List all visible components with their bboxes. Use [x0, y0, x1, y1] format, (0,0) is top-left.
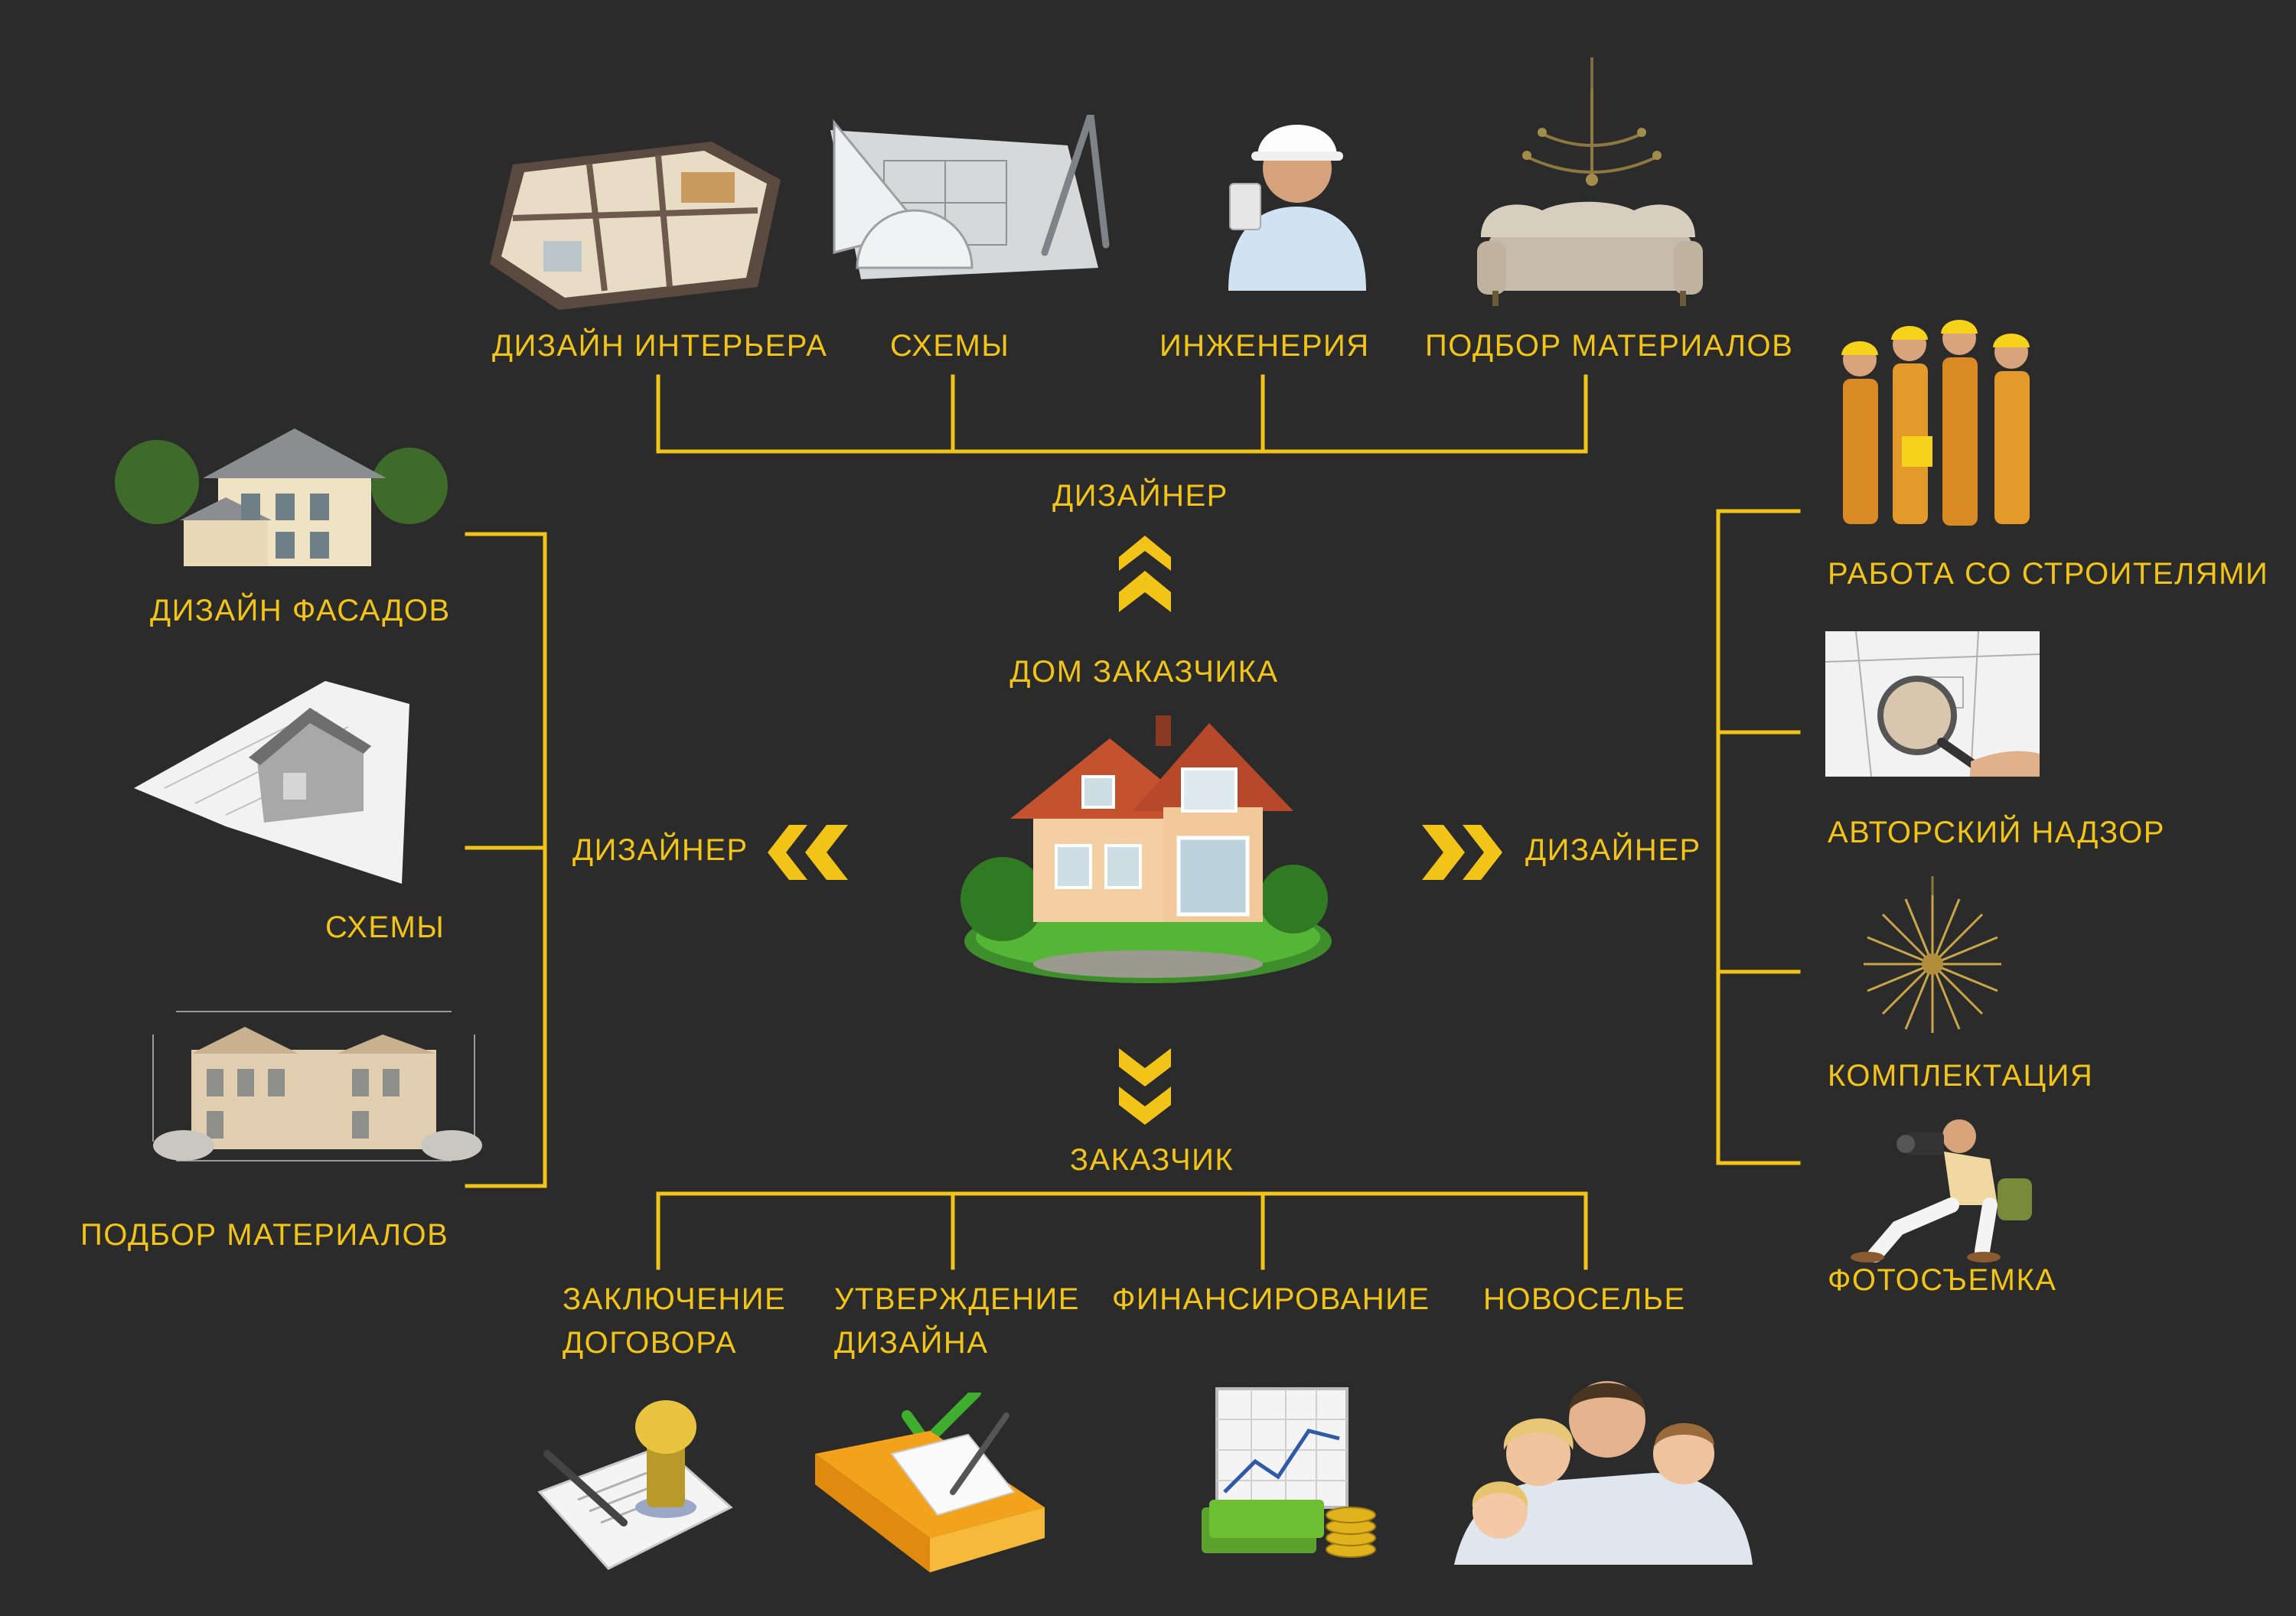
- builders-icon: [1829, 314, 2043, 536]
- villa-facade-icon: [111, 421, 448, 574]
- floor-plan-3d-icon: [482, 134, 788, 314]
- finance-chart-icon: [1202, 1385, 1378, 1561]
- drafting-tools-icon: [815, 115, 1121, 291]
- top-item-label-4: ПОДБОР МАТЕРИАЛОВ: [1425, 329, 1794, 363]
- left-item-label-1: ДИЗАЙН ФАСАДОВ: [150, 594, 451, 627]
- right-item-label-3: КОМПЛЕКТАЦИЯ: [1828, 1059, 2094, 1093]
- right-hub-label: ДИЗАЙНЕР: [1525, 833, 1701, 867]
- top-bracket: [656, 374, 1588, 454]
- bottom-bracket: [656, 1191, 1588, 1270]
- right-item-label-1: РАБОТА СО СТРОИТЕЛЯМИ: [1828, 557, 2269, 591]
- magnifier-sketch-icon: [1825, 631, 2040, 777]
- chevron-up-icon: [1119, 536, 1171, 612]
- top-item-label-2: СХЕМЫ: [890, 329, 1010, 363]
- family-icon: [1454, 1366, 1753, 1565]
- bottom-hub-label: ЗАКАЗЧИК: [1069, 1143, 1234, 1177]
- left-hub-label: ДИЗАЙНЕР: [572, 833, 748, 867]
- bottom-item-label-2-line1: УТВЕРЖДЕНИЕ: [834, 1282, 1080, 1316]
- top-item-label-3: ИНЖЕНЕРИЯ: [1159, 329, 1370, 363]
- house-icon: [957, 708, 1339, 991]
- starburst-lamp-icon: [1860, 876, 2005, 1037]
- bottom-item-label-2: УТВЕРЖДЕНИЕ ДИЗАЙНА: [834, 1278, 1080, 1365]
- bottom-item-label-3: ФИНАНСИРОВАНИЕ: [1112, 1282, 1430, 1316]
- bottom-item-label-2-line2: ДИЗАЙНА: [834, 1326, 989, 1360]
- left-item-label-3: ПОДБОР МАТЕРИАЛОВ: [80, 1218, 449, 1252]
- left-bracket: [465, 532, 547, 1188]
- photographer-icon: [1806, 1113, 2051, 1262]
- contract-stamp-icon: [532, 1393, 739, 1584]
- right-bracket: [1716, 509, 1801, 1165]
- annotated-facade-icon: [130, 1004, 505, 1168]
- chevron-right-icon: [1422, 825, 1502, 880]
- approved-folder-icon: [815, 1393, 1045, 1576]
- right-item-label-2: АВТОРСКИЙ НАДЗОР: [1828, 816, 2165, 849]
- engineer-icon: [1221, 107, 1374, 291]
- sofa-chandelier-icon: [1466, 57, 1711, 310]
- chevron-left-icon: [768, 825, 848, 880]
- bottom-item-label-1-line1: ЗАКЛЮЧЕНИЕ: [563, 1282, 787, 1316]
- chevron-down-icon: [1119, 1048, 1171, 1125]
- left-item-label-2: СХЕМЫ: [325, 911, 445, 944]
- right-item-label-4: ФОТОСЪЕМКА: [1828, 1263, 2057, 1297]
- bottom-item-label-1: ЗАКЛЮЧЕНИЕ ДОГОВОРА: [563, 1278, 786, 1365]
- top-hub-label: ДИЗАЙНЕР: [1052, 479, 1228, 513]
- top-item-label-1: ДИЗАЙН ИНТЕРЬЕРА: [492, 329, 828, 363]
- center-title: ДОМ ЗАКАЗЧИКА: [1009, 655, 1279, 689]
- bottom-item-label-4: НОВОСЕЛЬЕ: [1483, 1282, 1686, 1316]
- blueprint-house-icon: [134, 681, 409, 884]
- bottom-item-label-1-line2: ДОГОВОРА: [563, 1326, 737, 1360]
